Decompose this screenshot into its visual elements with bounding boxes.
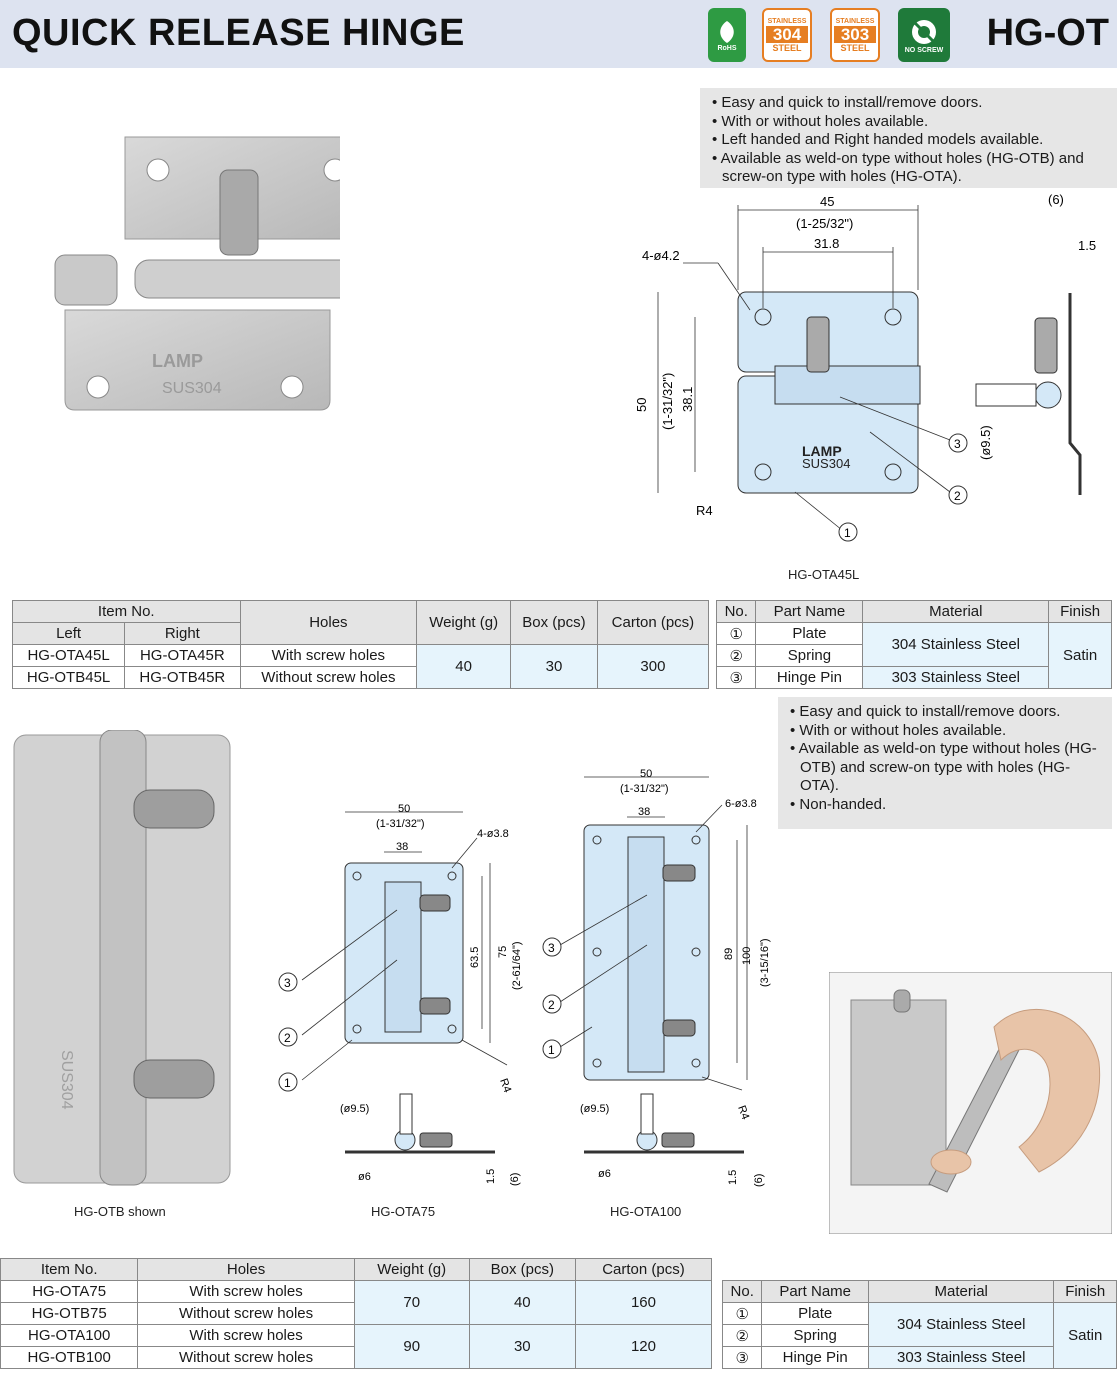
dim-thickness-6: (6) — [1048, 192, 1064, 207]
dim100-radius: R4 — [735, 1104, 751, 1121]
dim100-height-100: 100 — [741, 947, 753, 965]
hinge-in-hand-photo — [829, 972, 1112, 1234]
dim-thickness-15: 1.5 — [1078, 238, 1096, 253]
callout100-3: 3 — [548, 941, 555, 955]
callout75-2: 2 — [284, 1031, 291, 1045]
hinge-100-drawing: 50 (1-31/32") 38 6-ø3.8 89 100 (3-15/16"… — [542, 768, 771, 1187]
drawing-material: SUS304 — [802, 456, 850, 471]
dim75-radius: R4 — [497, 1077, 513, 1094]
dim100-thickness-6: (6) — [753, 1174, 765, 1187]
dim-height-50-inch: (1-31/32") — [660, 373, 675, 430]
dim75-height-635: 63.5 — [469, 947, 481, 968]
dim100-holes: 6-ø3.8 — [725, 798, 757, 810]
table-row: ② Spring — [715, 644, 1112, 667]
rohs-leaf-icon: RoHS — [708, 8, 746, 62]
dim100-pin: ø6 — [598, 1168, 611, 1180]
table-row: ② Spring — [721, 1324, 1117, 1347]
table-row: HG-OTB45L HG-OTB45R Without screw holes — [11, 666, 709, 689]
stainless-304-badge: STAINLESS 304 STEEL — [762, 8, 812, 62]
parts-table-45: No. Part Name Material Finish ① Plate 30… — [715, 600, 1112, 689]
rohs-label: RoHS — [717, 44, 737, 52]
dim-height-50: 50 — [634, 398, 649, 412]
callout-3: 3 — [954, 437, 961, 451]
table-row: HG-OTA75 With screw holes 70 40 160 — [0, 1280, 713, 1325]
features-box-75-100: • Easy and quick to install/remove doors… — [778, 697, 1112, 829]
callout75-1: 1 — [284, 1076, 291, 1090]
dim100-width-38: 38 — [638, 806, 650, 818]
table-row: ① Plate 304 Stainless Steel Satin — [715, 622, 1112, 689]
leaf-icon — [720, 20, 734, 43]
drawing-caption-75: HG-OTA75 — [371, 1204, 436, 1219]
dim75-diameter: (ø9.5) — [340, 1103, 369, 1115]
table-row: ① Plate 304 Stainless Steel Satin — [721, 1302, 1117, 1369]
photo-caption-otb: HG-OTB shown — [74, 1204, 166, 1219]
table-row: HG-OTA100 With screw holes 90 30 120 — [0, 1324, 713, 1369]
model-code: HG-OT — [986, 12, 1109, 54]
item-table-75-100: Item No. Holes Weight (g) Box (pcs) Cart… — [0, 1258, 713, 1369]
table-row: HG-OTB100 Without screw holes — [0, 1346, 712, 1369]
stainless-303-badge: STAINLESS 303 STEEL — [830, 8, 880, 62]
callout-1: 1 — [844, 526, 851, 540]
dim75-thickness-6: (6) — [509, 1173, 521, 1186]
dim100-thickness-15: 1.5 — [727, 1170, 739, 1185]
hinge-45-drawing: LAMP SUS304 45 (1-25/32") 31.8 4-ø4.2 R4… — [634, 192, 1096, 542]
dim-height-381: 38.1 — [680, 387, 695, 412]
dim-width-318: 31.8 — [814, 236, 839, 251]
parts-table-75-100: No. Part Name Material Finish ① Plate 30… — [721, 1280, 1117, 1369]
dim-holes: 4-ø4.2 — [642, 248, 680, 263]
dim100-width-50: 50 — [640, 768, 652, 780]
dim75-width-50-inch: (1-31/32") — [376, 818, 425, 830]
otb-photo-material: SUS304 — [58, 1050, 75, 1110]
dim75-width-50: 50 — [398, 803, 410, 815]
callout100-1: 1 — [548, 1043, 555, 1057]
callout75-3: 3 — [284, 976, 291, 990]
features-box-45: • Easy and quick to install/remove doors… — [700, 88, 1117, 188]
photo-brand-label: LAMP — [152, 351, 203, 371]
dim75-holes: 4-ø3.8 — [477, 828, 509, 840]
table-row: ③ Hinge Pin 303 Stainless Steel — [721, 1346, 1117, 1369]
no-screw-icon: NO SCREW — [898, 8, 950, 62]
dim75-width-38: 38 — [396, 841, 408, 853]
dim75-pin: ø6 — [358, 1171, 371, 1183]
dim-width-45: 45 — [820, 194, 834, 209]
dim75-height-75-inch: (2-61/64") — [511, 941, 523, 990]
no-screw-symbol — [912, 19, 936, 44]
dim-width-45-inch: (1-25/32") — [796, 216, 853, 231]
dim100-diameter: (ø9.5) — [580, 1103, 609, 1115]
dim75-height-75: 75 — [497, 946, 509, 958]
photo-material-label: SUS304 — [162, 380, 222, 397]
dim100-width-50-inch: (1-31/32") — [620, 783, 669, 795]
drawing-caption-45: HG-OTA45L — [788, 567, 860, 582]
hinge-75-drawing: 50 (1-31/32") 38 4-ø3.8 63.5 75 (2-61/64… — [278, 803, 523, 1186]
drawing-caption-100: HG-OTA100 — [610, 1204, 682, 1219]
dim100-height-89: 89 — [723, 948, 735, 960]
dim100-height-100-inch: (3-15/16") — [759, 938, 771, 987]
dim-radius: R4 — [696, 503, 713, 518]
table-row: HG-OTA45L HG-OTA45R With screw holes 40 … — [11, 644, 710, 689]
dim75-thickness-15: 1.5 — [485, 1169, 497, 1184]
item-table-45: Item No. Holes Weight (g) Box (pcs) Cart… — [11, 600, 710, 689]
hinge-otb-photo: SUS304 — [13, 730, 231, 1186]
table-row: ③ Hinge Pin 303 Stainless Steel — [715, 666, 1112, 689]
hinge-45-photo: LAMP SUS304 — [54, 136, 340, 411]
drawing-brand: LAMP — [802, 443, 842, 459]
callout-2: 2 — [954, 489, 961, 503]
callout100-2: 2 — [548, 998, 555, 1012]
dim-diameter: (ø9.5) — [978, 425, 993, 460]
page-title: QUICK RELEASE HINGE — [12, 12, 465, 54]
